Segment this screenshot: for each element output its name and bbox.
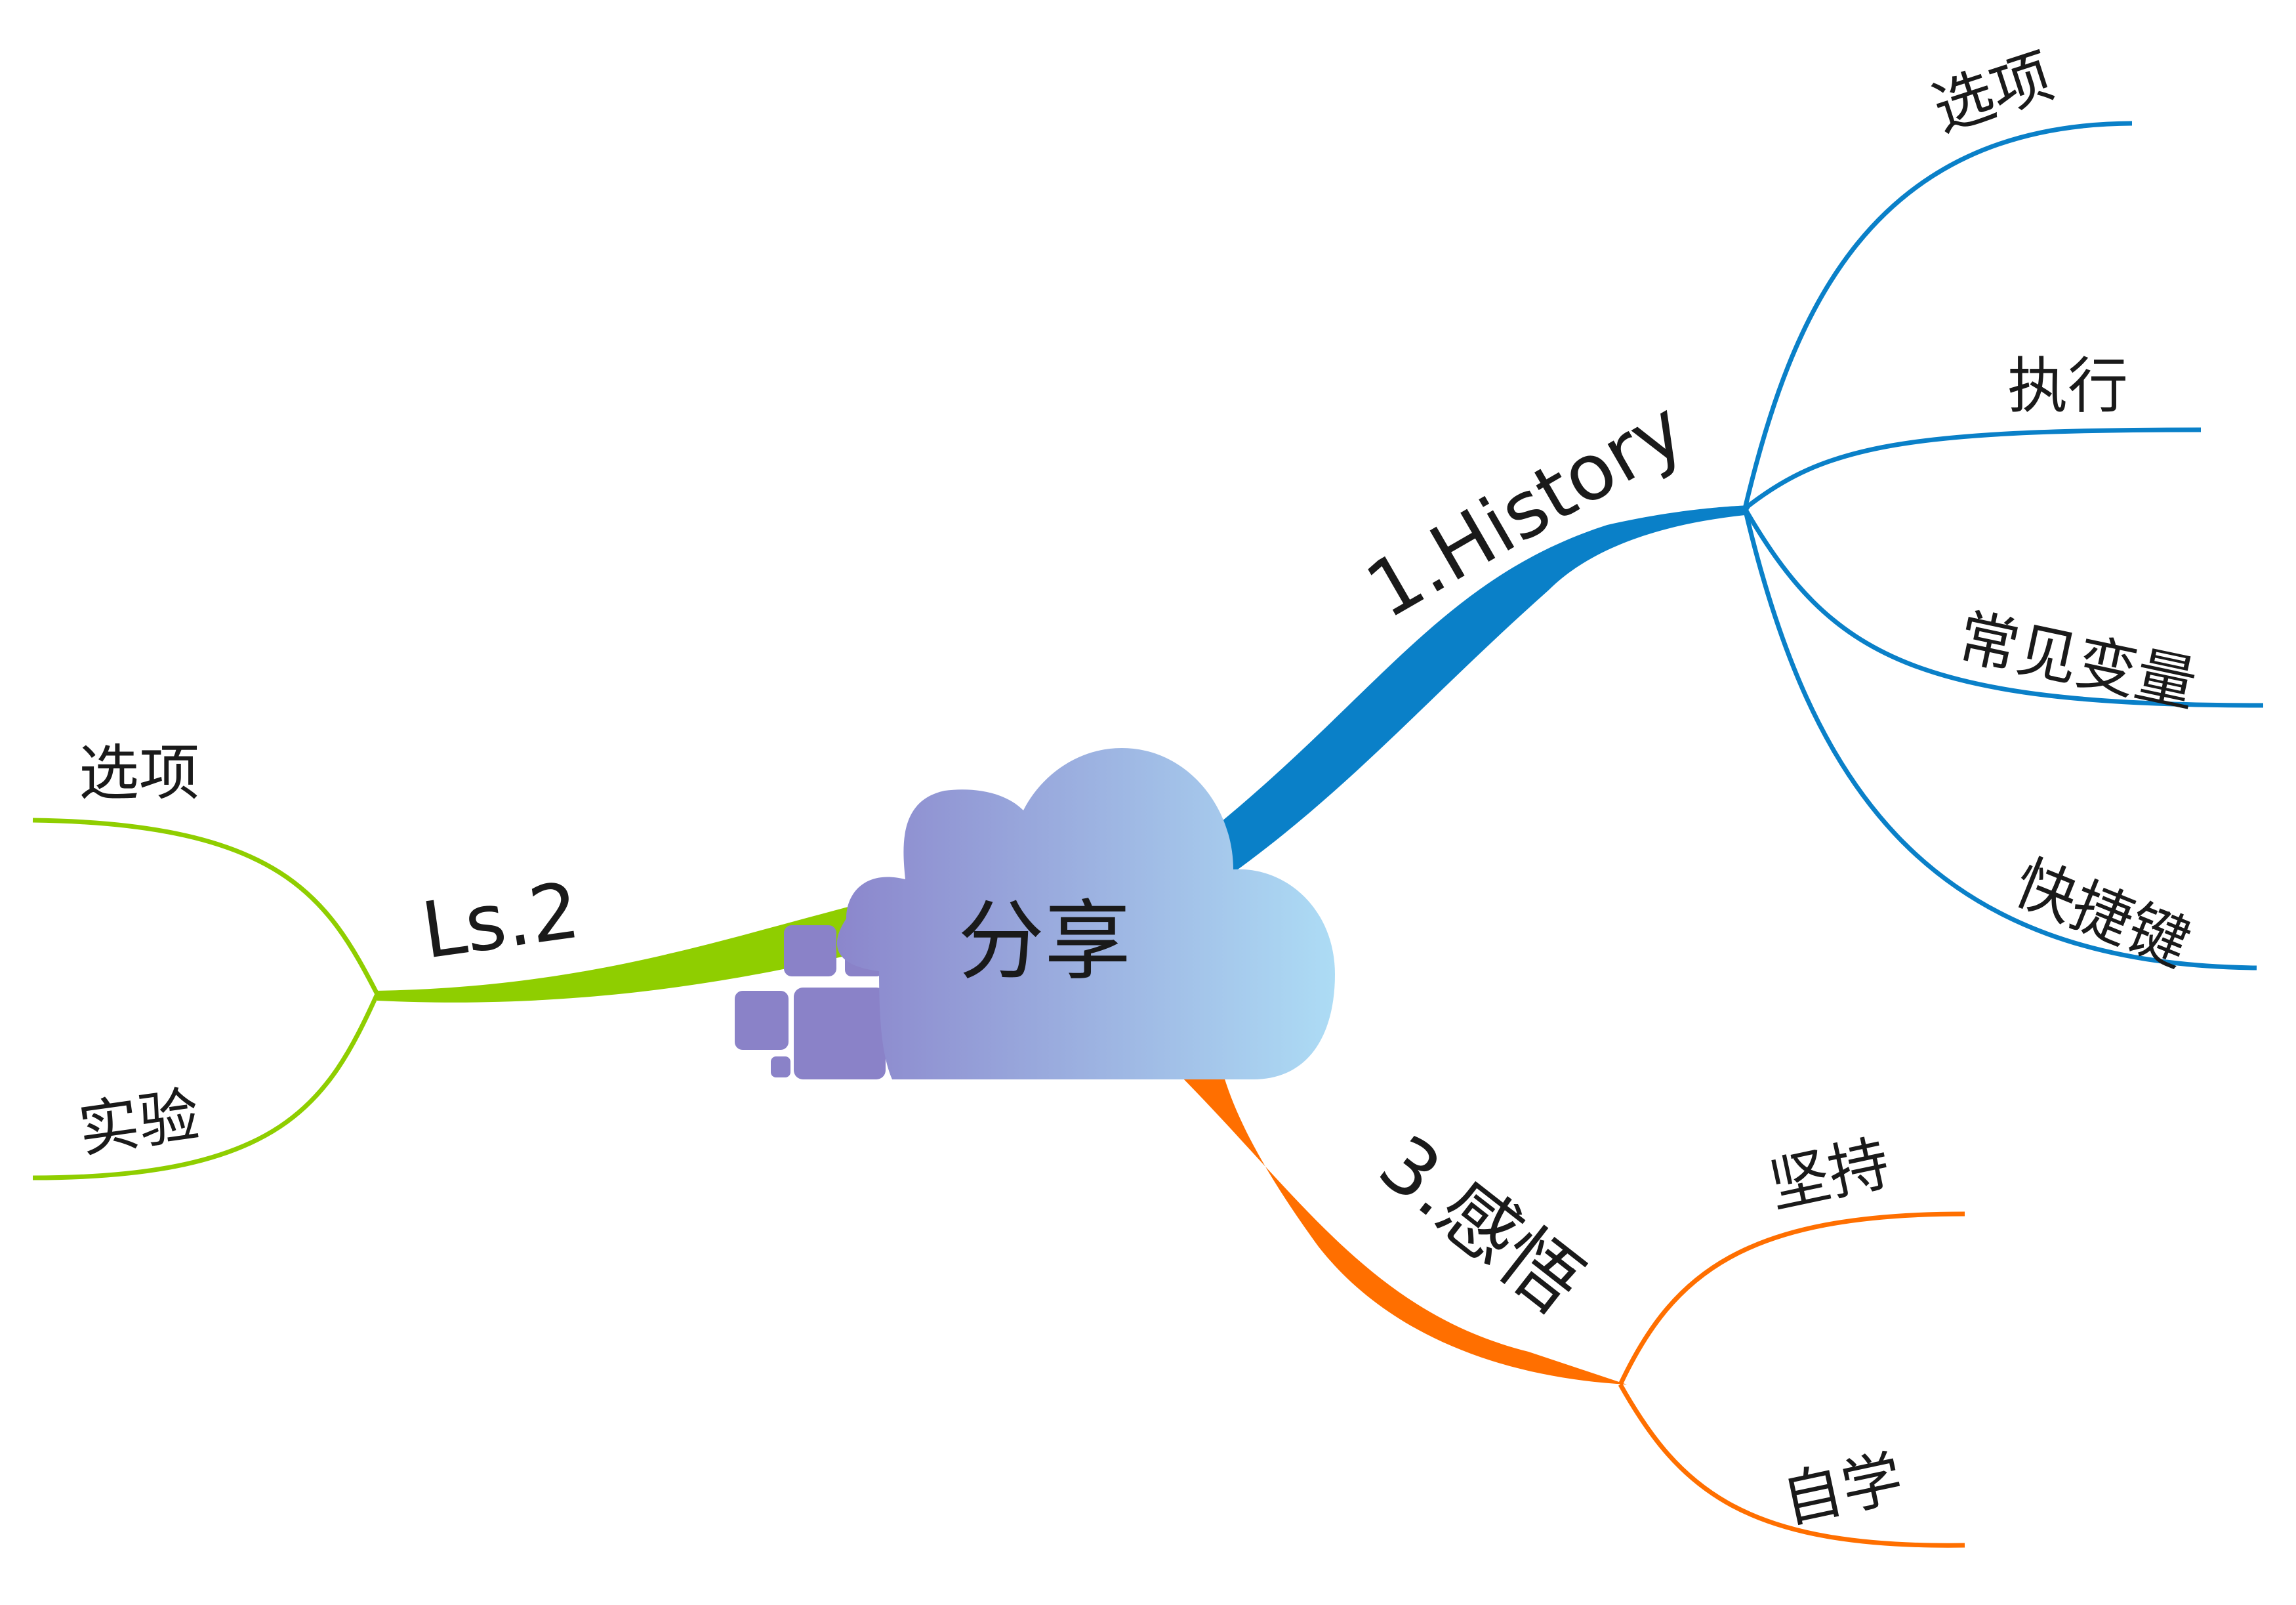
connector-history-options [1742, 121, 2133, 509]
connector-ls2-options [32, 818, 380, 995]
connector-history-variables [1742, 507, 2264, 708]
branch-ls2-label[interactable]: Ls.2 [417, 865, 585, 976]
history-child-variables[interactable]: 常见变量 [1952, 602, 2202, 720]
branch-insight-children [1618, 1211, 1965, 1548]
connector-history-shortcuts [1742, 508, 2257, 970]
branch-insight-trunk [1174, 1063, 1627, 1385]
ls2-child-options[interactable]: 选项 [79, 738, 199, 808]
history-child-execute[interactable]: 执行 [2007, 351, 2128, 421]
branch-ls2-trunk [374, 899, 879, 1003]
central-blocks [735, 925, 886, 1079]
branch-ls2[interactable]: Ls.2 选项 实验 [32, 738, 879, 1180]
insight-child-selfstudy[interactable]: 自学 [1776, 1443, 1908, 1537]
branch-history-trunk [1207, 505, 1752, 873]
history-child-options[interactable]: 选项 [1925, 41, 2061, 145]
branch-history[interactable]: 1.History 选项 执行 常见变量 快捷键 [1207, 41, 2264, 980]
history-child-shortcuts[interactable]: 快捷键 [2005, 847, 2200, 980]
central-topic-label[interactable]: 分享 [958, 891, 1131, 992]
branch-ls2-children [32, 818, 380, 1180]
connector-insight-selfstudy [1618, 1383, 1965, 1548]
branch-history-children [1742, 121, 2264, 970]
ls2-child-experiment[interactable]: 实验 [74, 1079, 203, 1166]
connector-ls2-experiment [32, 993, 380, 1180]
connector-history-execute [1743, 427, 2202, 511]
central-topic[interactable]: 分享 [735, 748, 1335, 1079]
branch-insight[interactable]: 3.感悟 坚持 自学 [1174, 1063, 1965, 1548]
insight-child-persist[interactable]: 坚持 [1763, 1128, 1895, 1222]
cloud-icon [836, 748, 1335, 1079]
connector-insight-persist [1618, 1211, 1965, 1386]
